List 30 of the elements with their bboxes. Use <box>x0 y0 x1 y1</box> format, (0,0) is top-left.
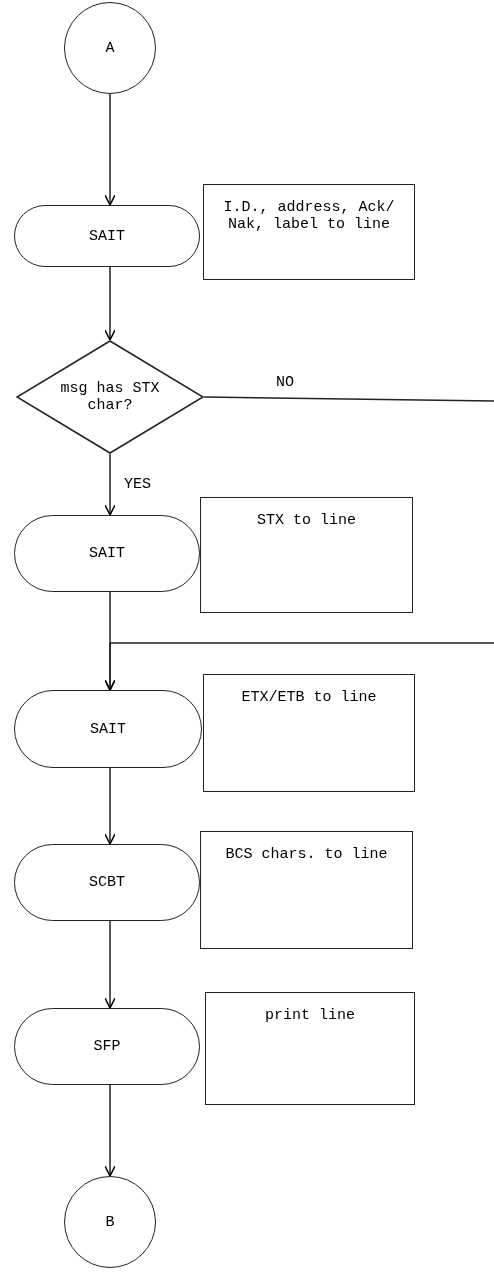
node-text: A <box>105 39 115 57</box>
arrow <box>104 767 116 845</box>
arrow <box>104 93 116 206</box>
arrow <box>104 920 116 1009</box>
decision-diamond <box>16 340 204 454</box>
annotation-box <box>200 831 413 949</box>
annotation-box <box>203 184 415 280</box>
arrow <box>104 642 494 691</box>
terminator-shape <box>14 844 200 921</box>
annotation-box <box>200 497 413 613</box>
arrow <box>104 266 116 341</box>
terminator-shape <box>14 690 202 768</box>
node-text: B <box>105 1213 115 1231</box>
node-text: msg has STX char? <box>59 380 161 414</box>
node-text: ETX/ETB to line <box>240 689 378 706</box>
node-text: print line <box>264 1007 356 1024</box>
terminator-shape <box>14 205 200 267</box>
node-text: SAIT <box>89 545 125 562</box>
node-text: SCBT <box>89 874 125 891</box>
node-text: SFP <box>93 1038 121 1055</box>
annotation-box <box>205 992 415 1105</box>
node-text: SAIT <box>89 227 125 245</box>
annotation-box <box>203 674 415 792</box>
node-text: BCS chars. to line <box>224 846 389 863</box>
node-text: STX to line <box>256 512 357 529</box>
node-text: I.D., address, Ack/ Nak, label to line <box>222 199 396 233</box>
terminator-shape <box>14 515 200 592</box>
node-text: SAIT <box>90 720 126 738</box>
arrow <box>104 1084 116 1177</box>
arrow <box>104 453 116 516</box>
